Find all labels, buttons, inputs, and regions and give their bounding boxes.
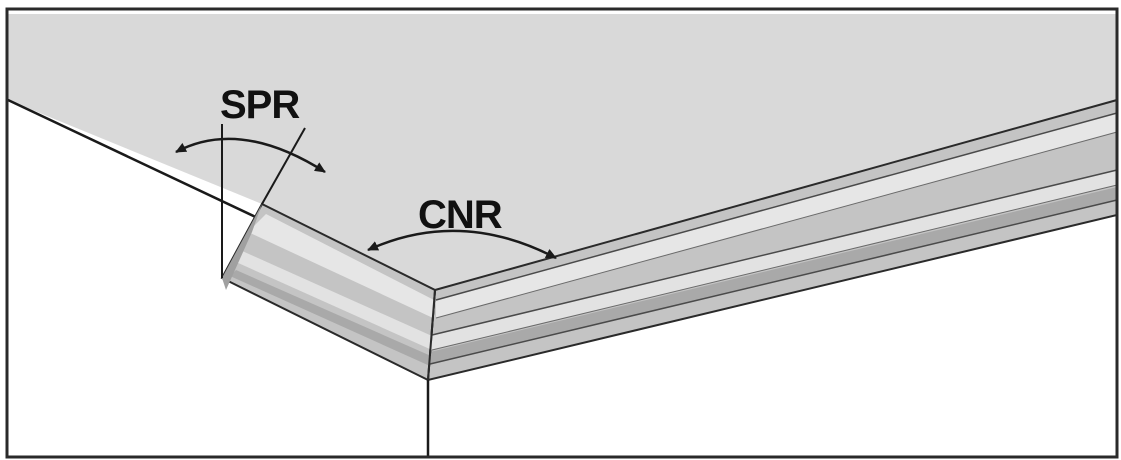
spr-angle-arc	[175, 137, 326, 174]
cnr-label: CNR	[418, 193, 503, 237]
diagram-frame	[5, 7, 1119, 459]
left-wall-ceiling-edge	[7, 98, 263, 222]
spr-label: SPR	[220, 83, 300, 127]
ceiling-plane	[8, 14, 1117, 290]
crown-molding-short-return	[220, 202, 437, 382]
cnr-angle-arc	[367, 229, 557, 260]
crown-molding-long-run	[426, 98, 1118, 382]
